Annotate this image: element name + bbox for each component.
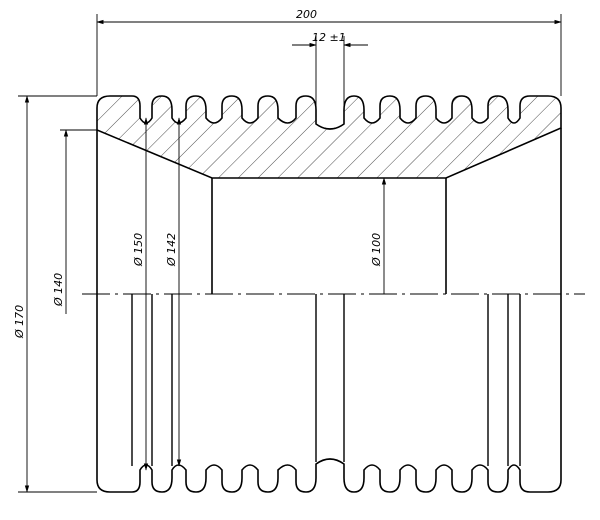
body-outline-left — [96, 130, 132, 493]
groove-dim-label: 12 ±1 — [312, 31, 346, 44]
od-dim-label: Ø 170 — [13, 305, 26, 339]
root-dim-label: Ø 142 — [165, 233, 178, 267]
bottom-profile — [131, 458, 531, 493]
section-hatch — [96, 95, 562, 179]
length-dim-label: 200 — [296, 8, 317, 21]
bore-dim-label: Ø 100 — [370, 233, 383, 267]
groove-lines — [131, 294, 521, 466]
face-dim-label: Ø 140 — [52, 273, 65, 307]
crest-dim-label: Ø 150 — [132, 233, 145, 267]
body-outline-right — [530, 128, 562, 493]
